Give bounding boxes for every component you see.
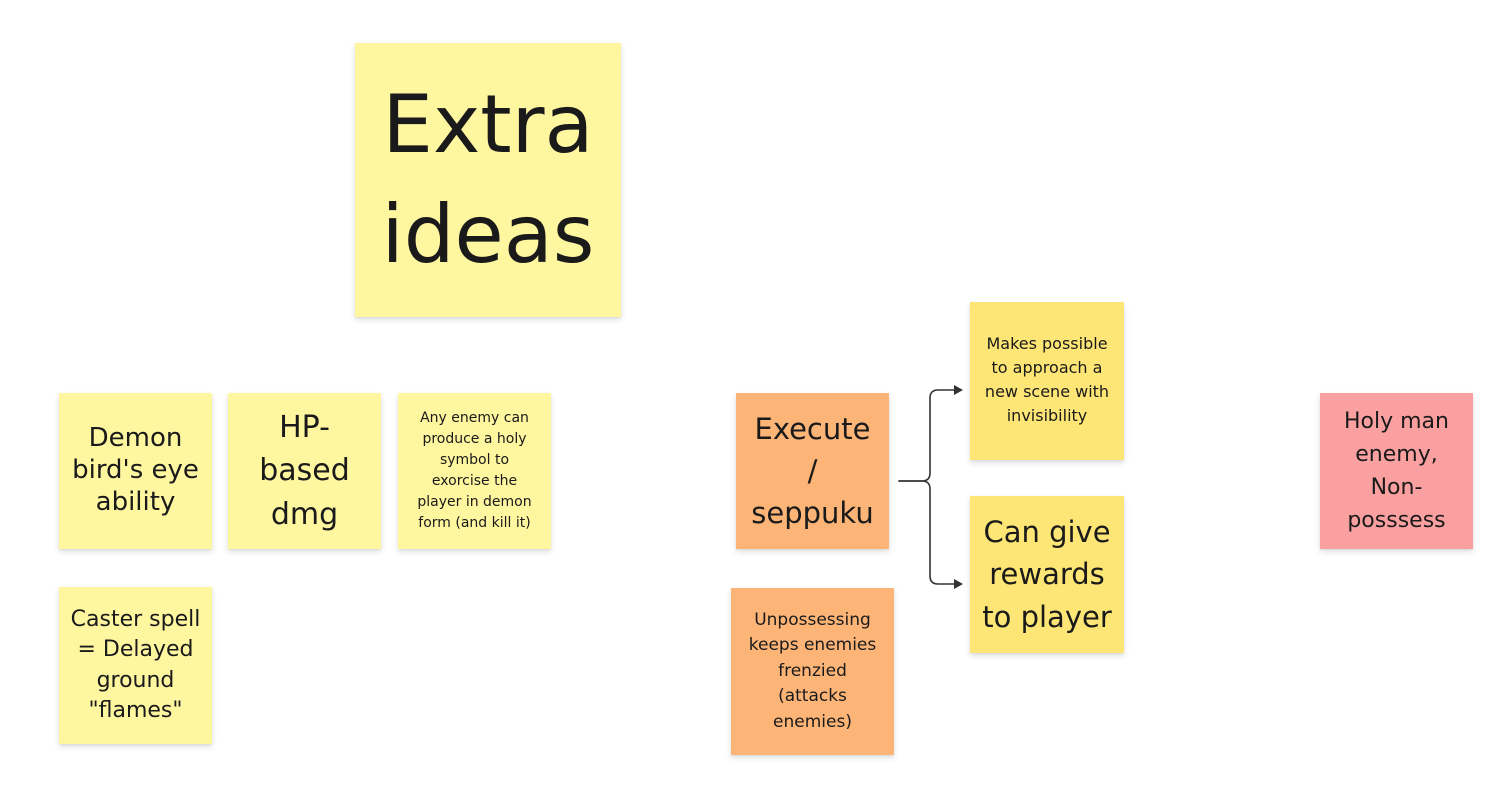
sticky-note-rewards[interactable]: Can give rewards to player <box>970 496 1124 653</box>
sticky-note-text: Extra ideas <box>381 77 595 281</box>
connector-execute-to-rewards[interactable] <box>898 480 961 585</box>
sticky-note-hp-based-dmg[interactable]: HP- based dmg <box>228 393 381 549</box>
sticky-note-text: Any enemy can produce a holy symbol to e… <box>417 410 532 531</box>
sticky-note-text: Makes possible to approach a new scene w… <box>984 334 1110 425</box>
arrowhead-icon <box>954 385 963 395</box>
connector-execute-to-invisibility[interactable] <box>898 389 961 482</box>
sticky-note-text: Execute / seppuku <box>751 411 874 531</box>
sticky-note-caster-spell[interactable]: Caster spell = Delayed ground "flames" <box>59 587 212 744</box>
sticky-note-unpossessing[interactable]: Unpossessing keeps enemies frenzied (att… <box>731 588 894 755</box>
sticky-note-text: Unpossessing keeps enemies frenzied (att… <box>748 609 877 732</box>
sticky-note-execute-seppuku[interactable]: Execute / seppuku <box>736 393 889 549</box>
sticky-note-text: Demon bird's eye ability <box>72 423 199 517</box>
sticky-note-holy-man[interactable]: Holy man enemy, Non- posssess <box>1320 393 1473 549</box>
sticky-note-text: Holy man enemy, Non- posssess <box>1344 409 1449 533</box>
sticky-note-extra-ideas[interactable]: Extra ideas <box>355 43 621 317</box>
sticky-note-invisibility[interactable]: Makes possible to approach a new scene w… <box>970 302 1124 460</box>
arrowhead-icon <box>954 579 963 589</box>
sticky-note-text: Can give rewards to player <box>982 515 1112 634</box>
sticky-note-text: Caster spell = Delayed ground "flames" <box>70 606 201 723</box>
sticky-note-demon-birds-eye[interactable]: Demon bird's eye ability <box>59 393 212 549</box>
sticky-note-holy-symbol[interactable]: Any enemy can produce a holy symbol to e… <box>398 393 551 549</box>
sticky-note-text: HP- based dmg <box>259 409 350 532</box>
